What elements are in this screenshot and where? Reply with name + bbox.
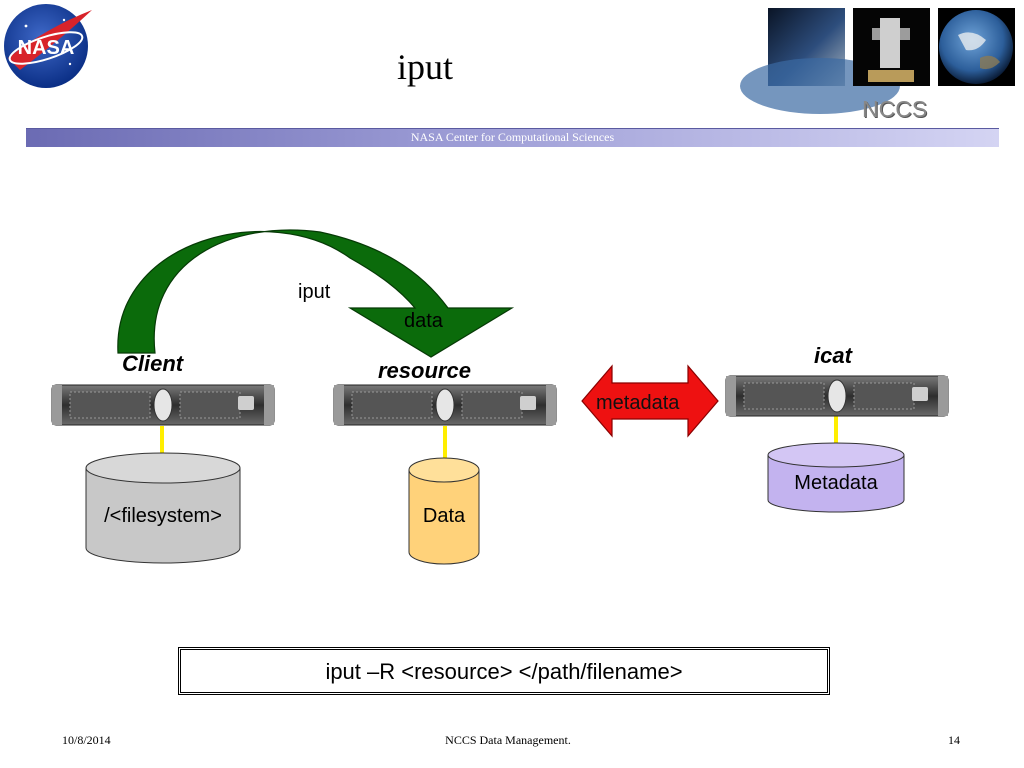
filesystem-storage-label: /<filesystem>: [104, 505, 222, 527]
data-storage-label: Data: [422, 505, 466, 527]
nasa-logo: NASA: [4, 4, 92, 88]
resource-label: resource: [378, 358, 471, 383]
metadata-exchange-label: metadata: [596, 392, 680, 414]
client-connector: [160, 426, 164, 454]
nasa-logo-text: NASA: [18, 37, 75, 59]
command-box: iput –R <resource> </path/filename>: [178, 647, 830, 695]
metadata-storage-icon: [767, 442, 905, 513]
earth-globe-photo: [938, 8, 1015, 86]
metadata-exchange-arrow: [581, 364, 719, 438]
header-banner: [26, 128, 999, 147]
filesystem-storage-icon: [85, 452, 241, 564]
footer-title: NCCS Data Management.: [445, 733, 571, 747]
nccs-label: NCCS: [862, 96, 928, 122]
client-server-icon: [51, 384, 275, 426]
command-text: iput –R <resource> </path/filename>: [325, 659, 683, 684]
resource-server-icon: [333, 384, 557, 426]
arrow-label-data: data: [404, 310, 443, 332]
space-shuttle-photo: [853, 8, 930, 86]
icat-label: icat: [814, 343, 852, 368]
footer-date: 10/8/2014: [62, 733, 111, 747]
metadata-storage-label: Metadata: [794, 472, 878, 494]
data-storage-icon: [408, 457, 480, 565]
slide-title: iput: [396, 47, 453, 87]
resource-connector: [443, 426, 447, 460]
icat-connector: [834, 416, 838, 444]
banner-text: NASA Center for Computational Sciences: [410, 130, 615, 144]
client-label: Client: [122, 351, 184, 376]
footer-page-number: 14: [948, 733, 960, 747]
transfer-arrow: [117, 229, 515, 358]
earth-horizon-photo: [740, 8, 900, 114]
arrow-label-iput: iput: [298, 281, 331, 303]
icat-server-icon: [725, 375, 949, 417]
